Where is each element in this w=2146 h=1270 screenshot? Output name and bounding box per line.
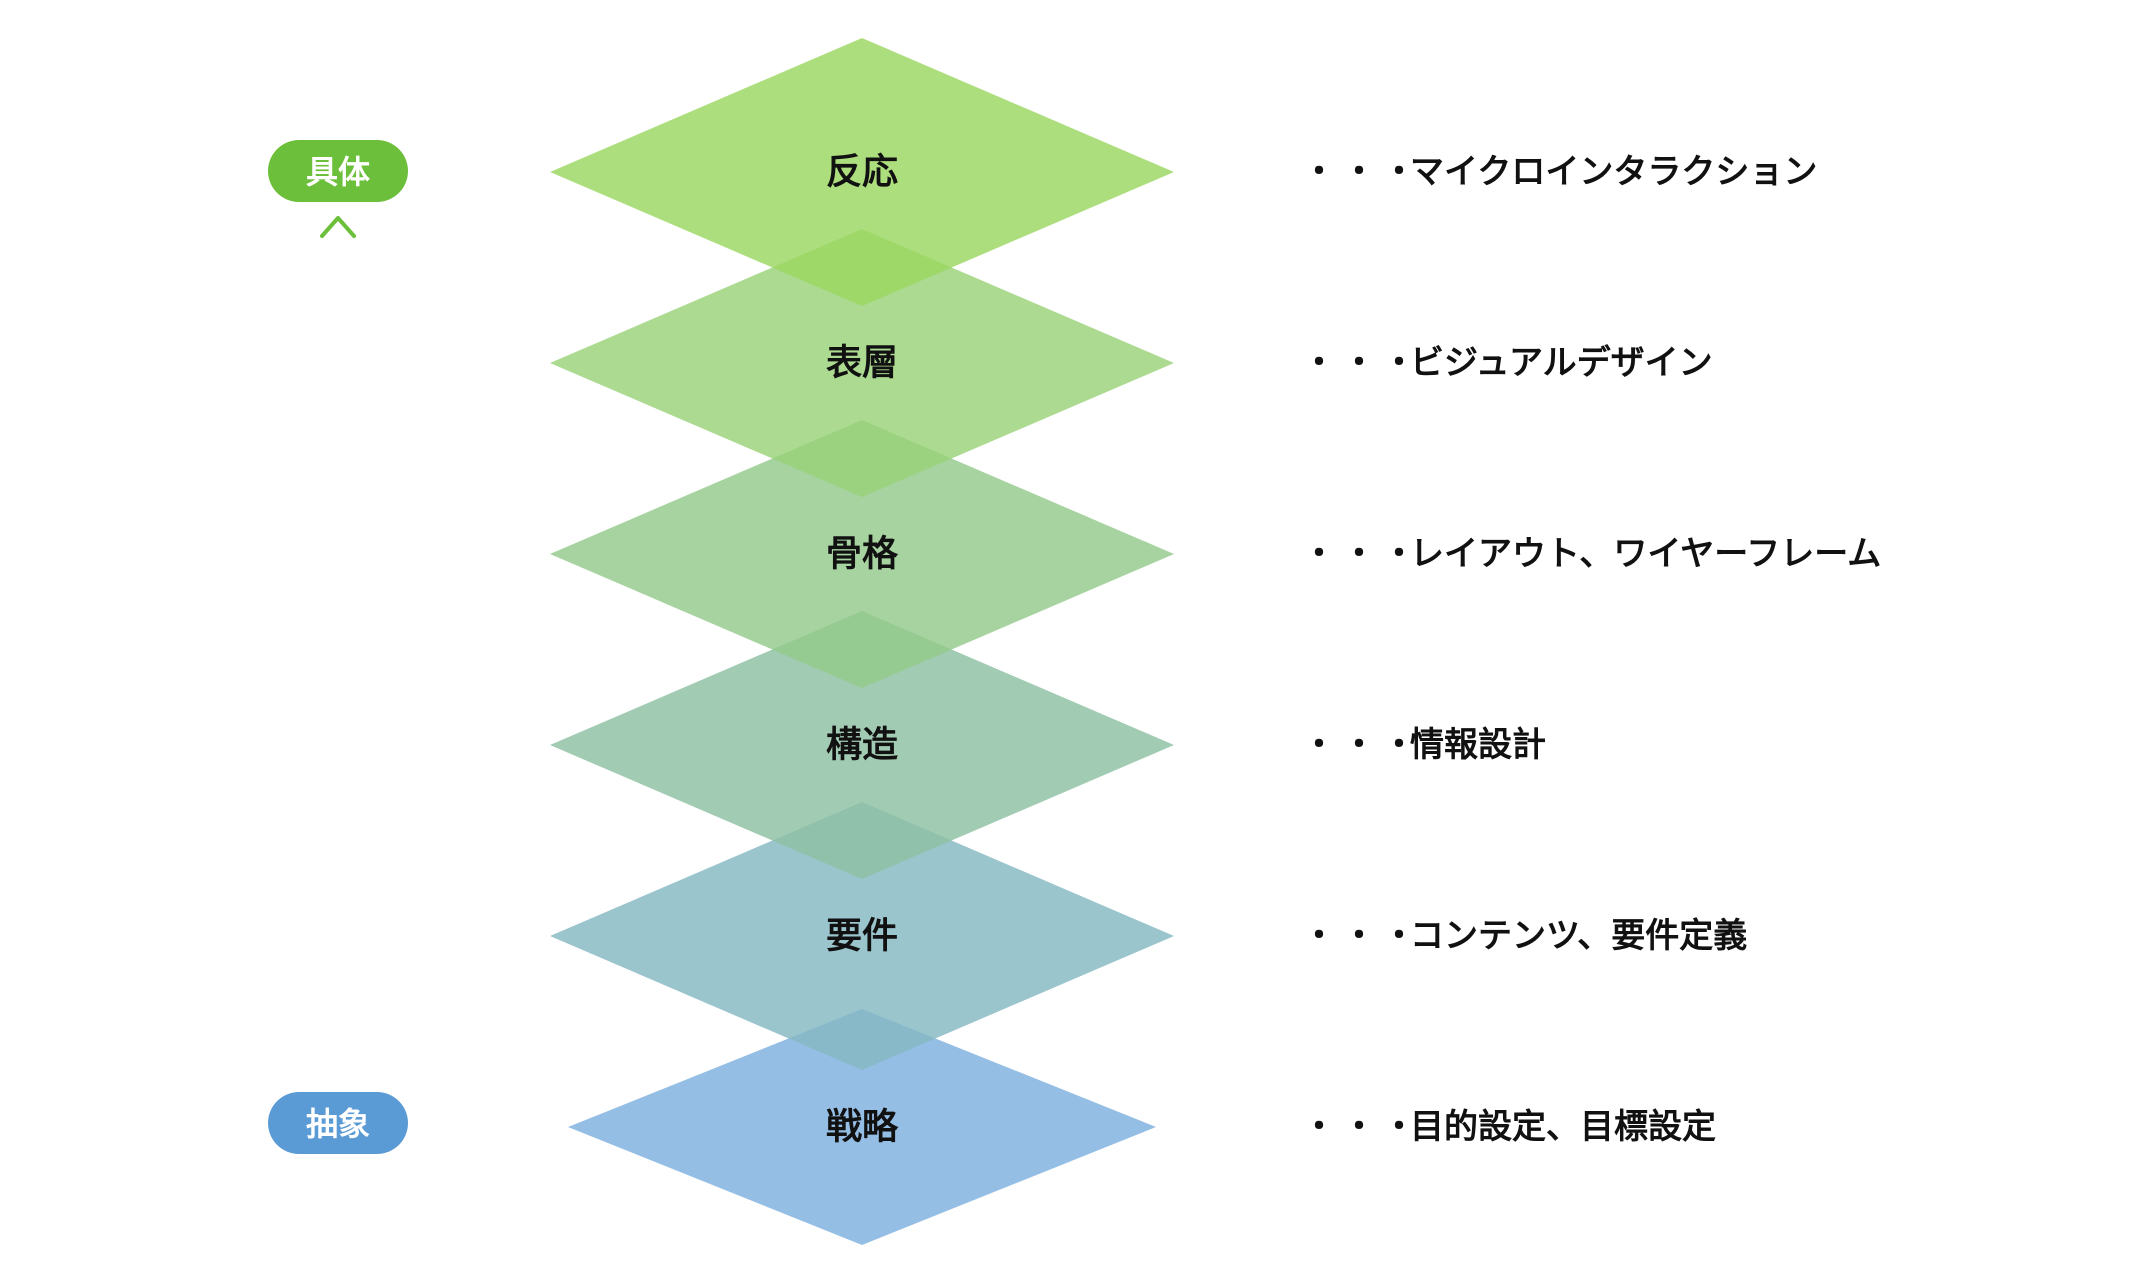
separator-dots: ・・・	[1302, 725, 1422, 765]
layer-diamond	[550, 420, 1174, 688]
concrete-badge: 具体	[268, 140, 408, 202]
layer-stack	[550, 38, 1174, 1245]
separator-dots: ・・・	[1302, 343, 1422, 383]
layer-diamond	[550, 229, 1174, 497]
abstract-badge-label: 抽象	[306, 1105, 370, 1143]
separator-dots: ・・・	[1302, 916, 1422, 956]
layer-description: 情報設計	[1410, 725, 1546, 765]
concrete-badge-label: 具体	[306, 153, 370, 191]
layer-label: 戦略	[826, 1107, 899, 1148]
separator-dots: ・・・	[1302, 1107, 1422, 1147]
layer-description: コンテンツ、要件定義	[1410, 916, 1747, 956]
layer-diamond	[550, 38, 1174, 306]
layer-diamond	[550, 611, 1174, 879]
concrete-badge-bg	[268, 140, 408, 202]
layer-description: 目的設定、目標設定	[1410, 1107, 1716, 1147]
layer-description: ビジュアルデザイン	[1410, 343, 1713, 383]
layer-description: レイアウト、ワイヤーフレーム	[1410, 534, 1881, 574]
arrow-head-icon	[320, 216, 356, 238]
layer-label: 表層	[826, 343, 898, 384]
layer-diamond	[568, 1009, 1156, 1245]
separator-dots: ・・・	[1302, 152, 1422, 192]
layer-label: 反応	[826, 152, 898, 193]
layer-description: マイクロインタラクション	[1410, 152, 1817, 192]
layer-label: 骨格	[826, 534, 899, 575]
layer-descriptions: ・・・マイクロインタラクション・・・ビジュアルデザイン・・・レイアウト、ワイヤー…	[1302, 152, 1881, 1147]
layer-diamond	[550, 802, 1174, 1070]
abstract-badge: 抽象	[268, 1092, 408, 1154]
abstraction-axis	[320, 216, 356, 1072]
layer-label: 構造	[826, 725, 898, 766]
separator-dots: ・・・	[1302, 534, 1422, 574]
layer-label: 要件	[826, 916, 898, 957]
abstract-badge-bg	[268, 1092, 408, 1154]
